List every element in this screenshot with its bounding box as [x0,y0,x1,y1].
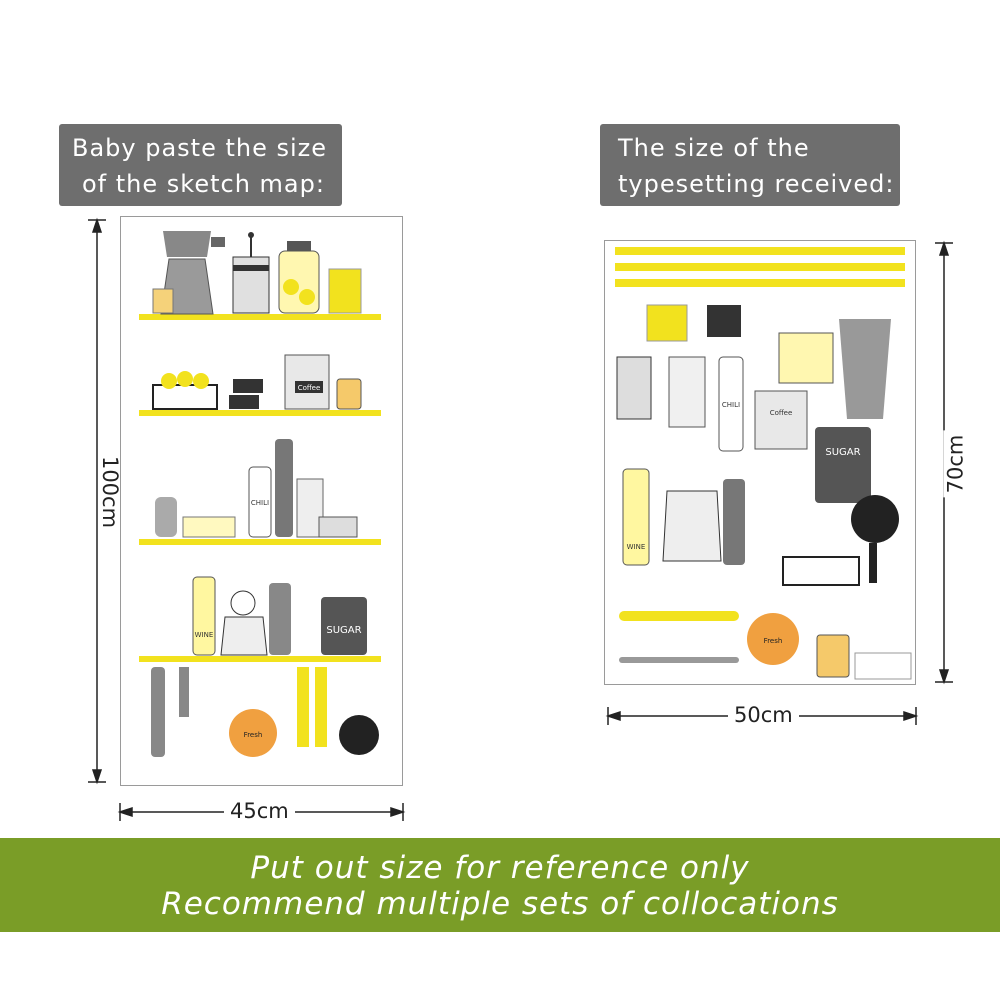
wine-bottle-icon: WINE [192,576,216,656]
banner-line-1: Put out size for reference only [250,850,750,886]
shelf-3 [139,539,381,545]
wine-label: WINE [195,631,214,639]
yellow-strips [615,247,905,287]
barcode-icon [854,652,912,680]
right-height-dimension: 70cm [943,430,968,498]
sticker-dark-bottle-icon [723,479,745,565]
yellow-shelves [139,314,381,662]
french-press-icon [232,232,270,314]
bottle-icon [269,583,291,655]
coffee-label: Coffee [298,384,321,392]
banner-line-2: Recommend multiple sets of collocations [161,886,839,922]
sticker-chili-label: CHILI [722,401,740,409]
coffee-bag-icon: Coffee [284,354,330,410]
plates-icon [182,516,236,538]
sticker-whisk-icon [619,657,739,663]
shelf-2 [139,410,381,416]
hanging-utensils-icon [151,667,379,757]
sticker-chili-bottle-icon: CHILI [718,356,744,452]
typesetting-panel: CHILI Coffee SUGAR WINE Fresh [604,240,916,685]
chili-label: CHILI [251,499,269,507]
sticker-coffee-label: Coffee [770,409,793,417]
typesetting-size-label-line2: typesetting received: [618,170,895,198]
sticker-coffee-bag-icon: Coffee [754,390,808,450]
lemon-basket-icon [152,371,218,410]
shelf-1 [139,314,381,320]
chili-bottle-icon: CHILI [248,466,272,538]
sticker-wine-label: WINE [627,543,646,551]
sugar-canister-icon: SUGAR [321,597,367,655]
sticker-moka-pot-icon [839,319,891,419]
sticker-sugar-label: SUGAR [825,447,860,458]
sticker-cups-icon [707,305,741,337]
sticker-towel-icon [646,304,688,342]
salt-shaker-icon [155,497,177,537]
kettle-icon [220,590,268,656]
reference-banner: Put out size for reference only Recommen… [0,838,1000,932]
sticker-basket-icon [782,556,860,586]
sketch-size-label: Baby paste the size of the sketch map: [59,124,342,206]
cups-icon [229,379,263,409]
strip-1 [615,247,905,255]
sketch-map-panel: Coffee CHILI WINE SUGAR [120,216,403,786]
left-width-dimension: 45cm [224,799,295,823]
strip-3 [615,279,905,287]
jar-small-icon [152,288,174,314]
sticker-french-press-icon [616,356,652,420]
sticker-sugar-canister-icon: SUGAR [815,427,871,503]
sugar-label: SUGAR [326,625,361,636]
sticker-honey-jar-icon [816,634,850,678]
shelf-4 [139,656,381,662]
strip-2 [615,263,905,271]
honey-jar-icon [336,378,362,410]
sticker-bread-bag-icon: Fresh [747,613,799,665]
fresh-label: Fresh [244,731,263,739]
sticker-apron-icon [668,356,706,428]
checkered-towel-icon [328,268,362,314]
sketch-map-illustration: Coffee CHILI WINE SUGAR [139,231,381,757]
bread-bag-icon: Fresh [229,709,277,757]
tin-can-icon [318,516,358,538]
typesetting-illustration: CHILI Coffee SUGAR WINE Fresh [615,247,912,680]
typesetting-size-label-line1: The size of the [618,134,810,162]
sticker-wine-bottle-icon: WINE [622,468,650,566]
lemon-jar-icon [278,241,320,314]
sticker-fresh-label: Fresh [764,637,783,645]
sketch-size-label-line1: Baby paste the size [72,134,328,162]
typesetting-size-label: The size of the typesetting received: [600,124,900,206]
left-height-dimension: 100cm [98,451,123,533]
dark-bottle-icon [275,439,293,537]
sticker-kettle-icon [662,490,722,562]
right-width-dimension: 50cm [728,703,799,727]
sticker-spoons-icon [619,611,739,621]
sketch-size-label-line2: of the sketch map: [82,170,325,198]
sticker-lemon-jar-icon [778,332,834,384]
sticker-pan-icon [851,495,899,583]
